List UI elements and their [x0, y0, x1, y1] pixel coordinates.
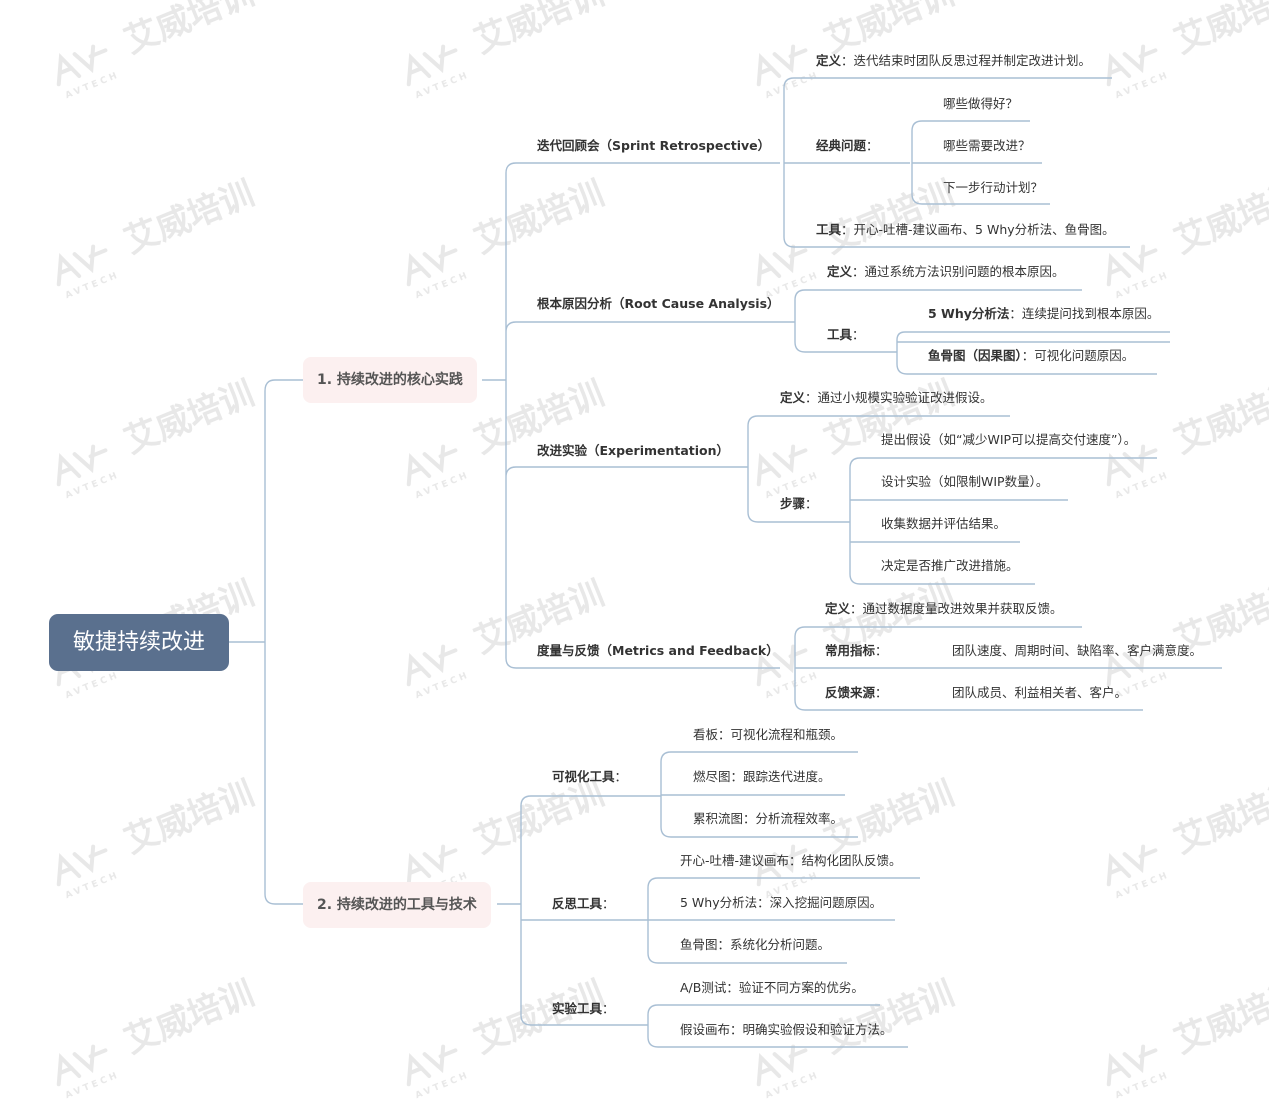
label-key: 可视化工具 — [552, 769, 615, 784]
label-key: 定义 — [816, 53, 842, 68]
label-key: 反馈来源 — [825, 685, 876, 700]
retro-classic-questions[interactable]: 经典问题： — [816, 138, 879, 154]
label-value: ：可视化问题原因。 — [1021, 348, 1135, 363]
connector-branch1 — [482, 162, 795, 669]
exp-steps[interactable]: 步骤： — [780, 496, 818, 512]
retro-tools[interactable]: 工具：开心-吐槽-建议画布、5 Why分析法、鱼骨图。 — [816, 222, 1115, 238]
exp-definition[interactable]: 定义：通过小规模实验验证改进假设。 — [780, 390, 993, 406]
connector-exp — [747, 415, 1157, 585]
label-key: 5 Why分析法 — [928, 306, 1010, 321]
label-value: ：通过系统方法识别问题的根本原因。 — [852, 264, 1065, 279]
refl-tool-item[interactable]: 开心-吐槽-建议画布：结构化团队反馈。 — [680, 853, 902, 868]
connector-vis — [660, 751, 858, 838]
metrics-feedback-sources[interactable]: 反馈来源： — [825, 685, 888, 701]
branch-tools-techniques[interactable]: 2. 持续改进的工具与技术 — [303, 882, 491, 928]
label-colon: ： — [805, 496, 818, 511]
metrics-definition[interactable]: 定义：通过数据度量改进效果并获取反馈。 — [825, 601, 1063, 617]
expt-tool-item[interactable]: A/B测试：验证不同方案的优劣。 — [680, 980, 864, 995]
connector-branch2 — [497, 795, 661, 1026]
label-colon: ： — [875, 685, 888, 700]
connector-refl — [647, 877, 920, 964]
metrics-common-indicators[interactable]: 常用指标： — [825, 643, 888, 659]
step-item[interactable]: 提出假设（如“减少WIP可以提高交付速度”）。 — [881, 432, 1137, 447]
label-colon: ： — [866, 138, 879, 153]
label-key: 工具 — [816, 222, 842, 237]
connector-metrics — [794, 626, 1222, 711]
label-key: 定义 — [780, 390, 806, 405]
label-value: ：开心-吐槽-建议画布、5 Why分析法、鱼骨图。 — [841, 222, 1115, 237]
connector-retro — [783, 77, 1130, 248]
step-item[interactable]: 设计实验（如限制WIP数量）。 — [881, 474, 1049, 489]
refl-tool-item[interactable]: 5 Why分析法：深入挖掘问题原因。 — [680, 895, 883, 910]
label-colon: ： — [602, 896, 615, 911]
step-item[interactable]: 收集数据并评估结果。 — [881, 516, 1007, 531]
connector-rca — [794, 289, 1170, 375]
vis-tool-item[interactable]: 累积流图：分析流程效率。 — [693, 811, 844, 826]
label-colon: ： — [852, 327, 865, 342]
refl-tool-item[interactable]: 鱼骨图：系统化分析问题。 — [680, 937, 831, 952]
label-colon: ： — [614, 769, 628, 784]
metrics-indicators-value[interactable]: 团队速度、周期时间、缺陷率、客户满意度。 — [952, 643, 1203, 658]
connector-expt — [647, 1004, 908, 1048]
label-key: 经典问题 — [816, 138, 867, 153]
node-experiment-tools[interactable]: 实验工具： — [552, 1001, 615, 1017]
vis-tool-item[interactable]: 燃尽图：跟踪迭代进度。 — [693, 769, 831, 784]
branch-core-practices[interactable]: 1. 持续改进的核心实践 — [303, 357, 477, 403]
rca-tools[interactable]: 工具： — [827, 327, 865, 343]
label-key: 步骤 — [780, 496, 806, 511]
label-key: 反思工具 — [552, 896, 603, 911]
connector-rca-tools — [896, 331, 1170, 342]
label-colon: ： — [875, 643, 888, 658]
label-key: 常用指标 — [825, 643, 876, 658]
node-sprint-retrospective[interactable]: 迭代回顾会（Sprint Retrospective） — [537, 138, 771, 153]
label-value: ：连续提问找到根本原因。 — [1009, 306, 1160, 321]
rca-tool-5why[interactable]: 5 Why分析法：连续提问找到根本原因。 — [928, 306, 1159, 322]
label-key: 鱼骨图（因果图） — [928, 348, 1022, 363]
question-item[interactable]: 哪些需要改进？ — [943, 138, 1031, 153]
node-reflection-tools[interactable]: 反思工具： — [552, 896, 615, 912]
retro-definition[interactable]: 定义：迭代结束时团队反思过程并制定改进计划。 — [816, 53, 1091, 69]
node-experimentation[interactable]: 改进实验（Experimentation） — [537, 443, 730, 458]
root-node[interactable]: 敏捷持续改进 — [49, 614, 229, 671]
vis-tool-item[interactable]: 看板：可视化流程和瓶颈。 — [693, 727, 844, 742]
metrics-sources-value[interactable]: 团队成员、利益相关者、客户。 — [952, 685, 1128, 700]
label-key: 工具 — [827, 327, 853, 342]
expt-tool-item[interactable]: 假设画布：明确实验假设和验证方法。 — [680, 1022, 893, 1037]
connector-root — [229, 379, 303, 905]
rca-tool-fishbone[interactable]: 鱼骨图（因果图）：可视化问题原因。 — [928, 348, 1134, 364]
label-colon: ： — [602, 1001, 615, 1016]
label-key: 实验工具 — [552, 1001, 603, 1016]
label-value: ：通过小规模实验验证改进假设。 — [805, 390, 993, 405]
node-metrics-feedback[interactable]: 度量与反馈（Metrics and Feedback） — [537, 643, 779, 658]
label-value: ：通过数据度量改进效果并获取反馈。 — [850, 601, 1063, 616]
label-key: 定义 — [825, 601, 851, 616]
rca-definition[interactable]: 定义：通过系统方法识别问题的根本原因。 — [827, 264, 1065, 280]
question-item[interactable]: 哪些做得好？ — [943, 96, 1019, 111]
node-root-cause-analysis[interactable]: 根本原因分析（Root Cause Analysis） — [537, 296, 780, 311]
label-key: 定义 — [827, 264, 853, 279]
question-item[interactable]: 下一步行动计划？ — [943, 180, 1044, 195]
step-item[interactable]: 决定是否推广改进措施。 — [881, 558, 1019, 573]
node-visualization-tools[interactable]: 可视化工具： — [552, 769, 627, 785]
label-value: ：迭代结束时团队反思过程并制定改进计划。 — [841, 53, 1092, 68]
